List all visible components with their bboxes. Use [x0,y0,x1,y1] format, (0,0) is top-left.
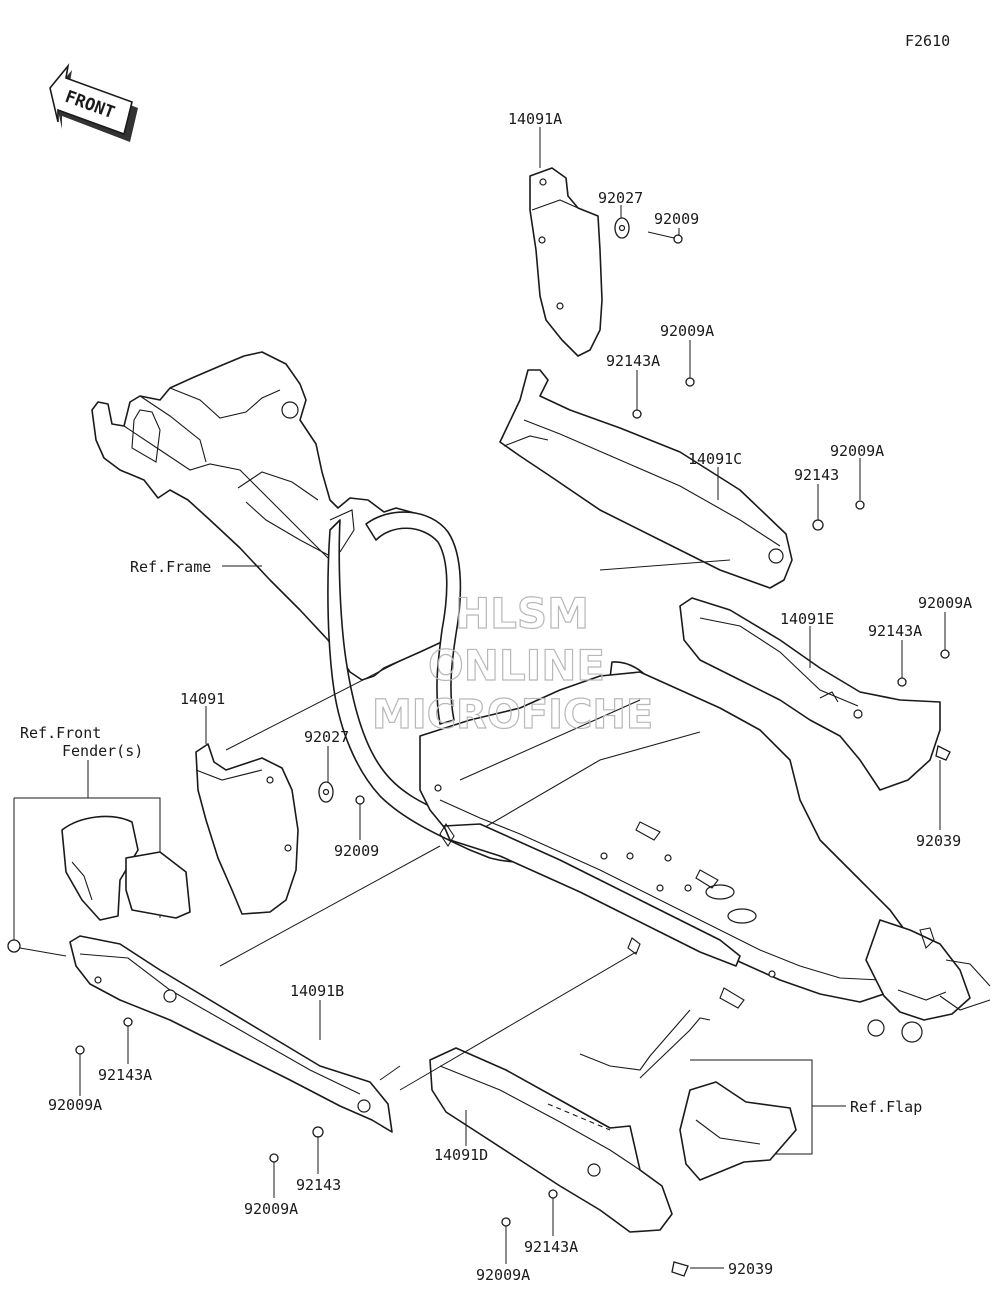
fastener-nut-92143A-e [897,677,907,687]
fastener-nut-92143-right [812,519,824,531]
label-ref-flap: Ref.Flap [850,1098,922,1116]
fastener-clip-92039-right [935,745,951,761]
label-92143A-top: 92143A [606,352,660,370]
label-92009-mid: 92009 [334,842,379,860]
part-14091-guard [195,743,299,915]
label-14091: 14091 [180,690,225,708]
fastener-screw-92009A-right [855,500,865,510]
fastener-washer-92027-mid [318,781,334,803]
leader-lines [79,127,946,1269]
label-92009-top: 92009 [654,210,699,228]
label-92143-right: 92143 [794,466,839,484]
frame-assembly [91,351,991,1043]
ref-front-fender-inset [13,797,191,940]
label-92009A-d: 92009A [476,1266,530,1284]
fastener-screw-92009A-b [269,1153,279,1163]
diagram-id: F2610 [905,32,950,50]
label-92009A-e: 92009A [918,594,972,612]
ref-flap-inset [579,1009,813,1181]
label-14091B: 14091B [290,982,344,1000]
fastener-nut-92143-b [312,1126,324,1138]
fastener-screw-92009A-top [685,377,695,387]
part-14091E-cover [679,597,941,791]
fastener-nut-92143A-top [632,409,642,419]
label-ref-front-fender-1: Ref.Front [20,724,101,742]
watermark-line-1: HLSM [455,589,589,638]
watermark-line-2: ONLINE [428,641,605,690]
label-92009A-top: 92009A [660,322,714,340]
label-92039-bottom: 92039 [728,1260,773,1278]
label-14091D: 14091D [434,1146,488,1164]
part-14091D-cover [429,1047,673,1233]
label-92027-mid: 92027 [304,728,349,746]
label-92009A-left: 92009A [48,1096,102,1114]
label-92143A-e: 92143A [868,622,922,640]
fastener-nut-92143A-d [548,1189,558,1199]
label-92143-b: 92143 [296,1176,341,1194]
label-92039-right: 92039 [916,832,961,850]
fastener-clip-92039-bottom [671,1261,689,1277]
label-ref-front-fender-2: Fender(s) [62,742,143,760]
label-14091A: 14091A [508,110,562,128]
label-14091E: 14091E [780,610,834,628]
label-92143A-left: 92143A [98,1066,152,1084]
fastener-nut-92143A-left [123,1017,133,1027]
label-ref-frame: Ref.Frame [130,558,211,576]
front-arrow-icon: FRONT [49,63,138,142]
fastener-screw-92009-mid [355,795,365,805]
fastener-washer-92027-top [614,217,630,239]
watermark-line-3: MICROFICHE [372,692,653,738]
fastener-screw-92009-top [647,231,683,244]
part-14091C-cover [499,369,793,589]
fastener-screw-92009A-left [75,1045,85,1055]
part-labels: 14091A 92027 92009 92009A 92143A 14091C … [20,110,972,1284]
fastener-clip-left [7,939,67,957]
label-92009A-b: 92009A [244,1200,298,1218]
fastener-screw-92009A-d [501,1217,511,1227]
fastener-screw-92009A-e [940,649,950,659]
watermark: HLSM ONLINE MICROFICHE [371,588,653,738]
label-92027-top: 92027 [598,189,643,207]
part-14091B-cover [69,935,393,1133]
label-14091C: 14091C [688,450,742,468]
label-92009A-right: 92009A [830,442,884,460]
part-14091A-guard [529,167,603,357]
label-92143A-d: 92143A [524,1238,578,1256]
